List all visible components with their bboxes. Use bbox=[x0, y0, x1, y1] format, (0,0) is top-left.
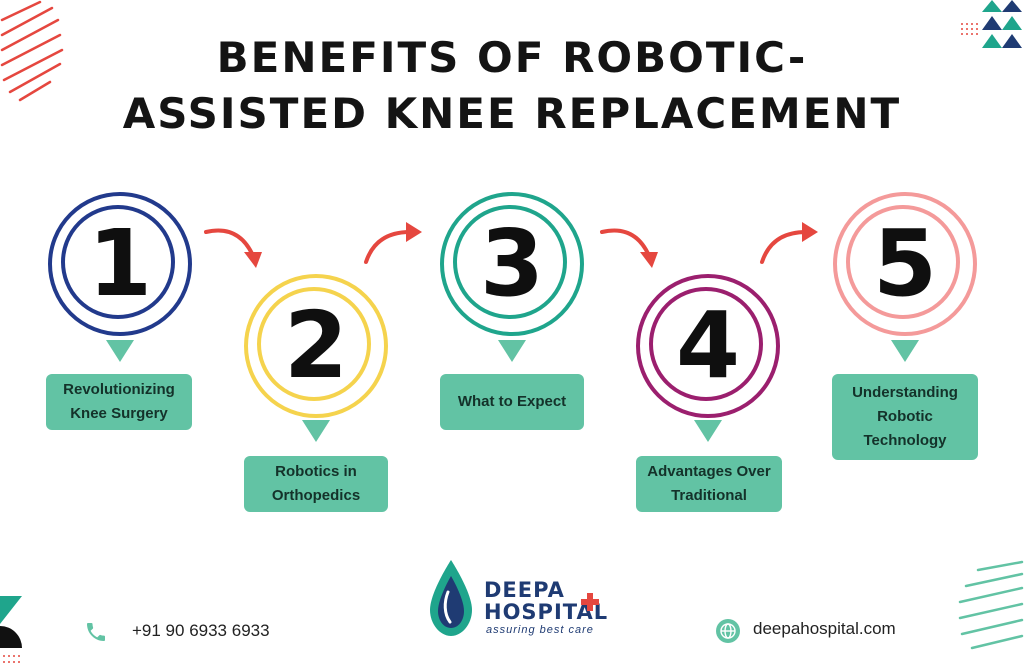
arrow-4-to-5 bbox=[760, 222, 818, 264]
step-5-pointer bbox=[891, 340, 919, 362]
step-1-ring: 1 bbox=[48, 192, 192, 336]
plus-icon bbox=[581, 593, 599, 611]
step-3-ring: 3 bbox=[440, 192, 584, 336]
logo-text-line-1: DEEPA bbox=[484, 578, 565, 602]
step-4-pointer bbox=[694, 420, 722, 442]
step-2-ring: 2 bbox=[244, 274, 388, 418]
arrow-1-to-2 bbox=[204, 228, 262, 268]
decorative-triangles-top-right bbox=[961, 0, 1022, 48]
step-3-pointer bbox=[498, 340, 526, 362]
step-3-label: What to Expect bbox=[440, 374, 584, 430]
phone-icon bbox=[87, 623, 105, 641]
step-2-label: Robotics in Orthopedics bbox=[244, 456, 388, 512]
hospital-logo-icon bbox=[430, 560, 472, 636]
arrow-3-to-4 bbox=[600, 228, 658, 268]
title-line-2: ASSISTED KNEE REPLACEMENT bbox=[122, 89, 902, 138]
step-1-label: Revolutionizing Knee Surgery bbox=[46, 374, 192, 430]
step-4-label: Advantages Over Traditional bbox=[636, 456, 782, 512]
globe-icon bbox=[716, 619, 740, 643]
step-5-number: 5 bbox=[872, 210, 937, 317]
decorative-shape-bottom-left bbox=[0, 596, 22, 663]
footer-phone-number: +91 90 6933 6933 bbox=[132, 621, 270, 640]
step-3-number: 3 bbox=[479, 210, 544, 317]
decorative-scribble-bottom-right bbox=[958, 560, 1024, 650]
step-4-number: 4 bbox=[675, 292, 740, 399]
step-1-pointer bbox=[106, 340, 134, 362]
step-4-ring: 4 bbox=[636, 274, 780, 418]
decorative-scribble-top-left bbox=[0, 0, 64, 102]
step-5-ring: 5 bbox=[833, 192, 977, 336]
step-2-number: 2 bbox=[283, 292, 348, 399]
page-title: BENEFITS OF ROBOTIC- ASSISTED KNEE REPLA… bbox=[0, 30, 1024, 142]
arrow-2-to-3 bbox=[364, 222, 422, 264]
logo-tagline: assuring best care bbox=[486, 624, 594, 636]
title-line-1: BENEFITS OF ROBOTIC- bbox=[216, 33, 808, 82]
step-5-label: Understanding Robotic Technology bbox=[832, 374, 978, 460]
step-2-pointer bbox=[302, 420, 330, 442]
footer-website: deepahospital.com bbox=[753, 619, 896, 638]
step-1-number: 1 bbox=[87, 210, 152, 317]
